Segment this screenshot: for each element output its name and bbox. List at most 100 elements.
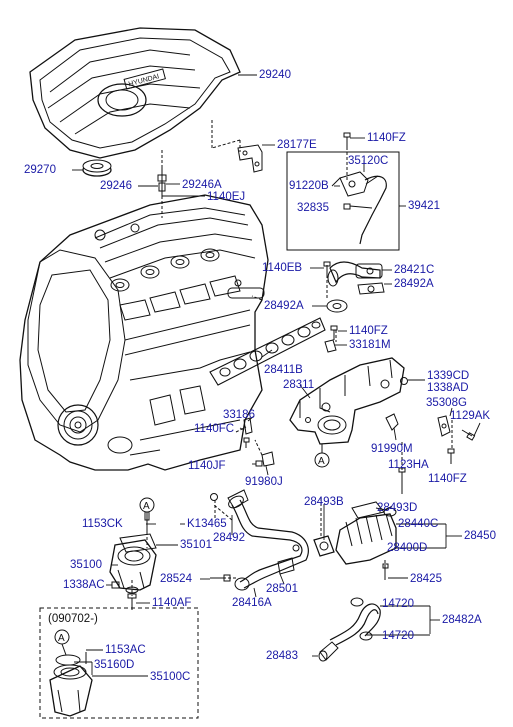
label-35120C: 35120C [348, 155, 389, 167]
label-1140JF: 1140JF [188, 460, 226, 472]
gasket-28492A-left [326, 299, 348, 313]
clip-91980J [261, 451, 275, 467]
label-35160D: 35160D [94, 659, 135, 671]
engine-cover: HYUNDAI [29, 27, 241, 159]
label-28483: 28483 [266, 650, 298, 662]
clip-33181M [324, 339, 337, 353]
label-1153AC: 1153AC [105, 644, 146, 656]
label-28524: 28524 [160, 573, 192, 585]
bolt-28524 [210, 574, 231, 582]
bolt-1140FC [243, 437, 250, 448]
sensor-bracket-group [331, 171, 387, 245]
bolt-1140FZ-lower [447, 448, 455, 464]
exhaust-manifold-28311 [289, 357, 405, 445]
label-1140FZ-lower: 1140FZ [428, 473, 467, 485]
label-91980J: 91980J [245, 476, 283, 488]
engine-block [19, 194, 269, 471]
label-K13465: K13465 [187, 518, 227, 530]
label-29240: 29240 [259, 69, 291, 81]
label-35101: 35101 [180, 539, 212, 551]
clip-33186 [243, 417, 253, 435]
label-1123HA: 1123HA [388, 459, 429, 471]
label-1140EJ: 1140EJ [207, 191, 246, 203]
label-28177E: 28177E [277, 139, 317, 151]
label-33181M: 33181M [349, 339, 391, 351]
label-28492A-left: 28492A [264, 300, 304, 312]
label-28411B: 28411B [264, 364, 303, 376]
label-1140EB: 1140EB [262, 262, 303, 274]
label-28493D: 28493D [377, 502, 418, 514]
sensor-group-box [286, 151, 400, 251]
bolt-1140FZ-mid [330, 325, 338, 340]
inset-thermostat-35100C [49, 652, 93, 717]
gasket-28492A-right [357, 282, 385, 295]
label-28450: 28450 [464, 530, 496, 542]
label-28482A: 28482A [442, 614, 482, 626]
bolt-28425 [382, 563, 389, 580]
label-1140FZ-top: 1140FZ [367, 132, 406, 144]
label-32835: 32835 [297, 202, 329, 214]
label-35308G: 35308G [426, 397, 467, 409]
label-91990M: 91990M [371, 443, 413, 455]
label-28425: 28425 [410, 573, 442, 585]
label-28400D: 28400D [387, 542, 428, 554]
egr-cooler-28450 [335, 501, 397, 565]
label-1153CK: 1153CK [82, 518, 123, 530]
nut-1339CD [400, 377, 408, 385]
egr-tube-28416A [227, 489, 309, 591]
label-39421: 39421 [408, 200, 440, 212]
label-1339CD: 1339CD [427, 370, 470, 382]
nut-K13465 [210, 493, 218, 501]
label-1140FZ-mid: 1140FZ [349, 325, 388, 337]
label-1338AD: 1338AD [427, 382, 469, 394]
grommet-29270 [82, 159, 112, 177]
gasket-28411B [209, 317, 326, 386]
callout-a-main-label: A [318, 456, 325, 467]
label-28501: 28501 [266, 583, 298, 595]
callout-a-inset-label: A [58, 633, 65, 644]
label-14720-top: 14720 [382, 598, 414, 610]
label-1338AC: 1338AC [63, 579, 105, 591]
callout-a-inset [54, 629, 70, 656]
gasket-35101 [119, 533, 157, 553]
label-29246A: 29246A [182, 179, 222, 191]
bolt-1140FZ-top [343, 132, 351, 150]
stud-1153CK [144, 511, 150, 532]
callout-a-thermostat [139, 497, 155, 513]
label-28493B: 28493B [304, 496, 344, 508]
thermostat-35100 [109, 539, 157, 594]
bolt-1129AK [461, 429, 476, 441]
label-91220B: 91220B [289, 180, 329, 192]
label-1129AK: 1129AK [450, 410, 491, 422]
label-33186: 33186 [223, 409, 255, 421]
label-28440C: 28440C [398, 518, 439, 530]
hose-28482A [318, 597, 381, 662]
pipe-28421C [327, 261, 383, 287]
label-29246: 29246 [100, 180, 132, 192]
label-35100C: 35100C [150, 671, 191, 683]
clip-91990M [385, 413, 399, 431]
bolt-1123HA [398, 467, 406, 494]
label-1140AF: 1140AF [152, 597, 192, 609]
inset-box [39, 607, 199, 719]
label-28311: 28311 [283, 379, 315, 391]
callout-a-main [314, 444, 330, 468]
bracket-28177E [237, 144, 263, 173]
callout-a-thermostat-label: A [143, 501, 150, 512]
label-29270: 29270 [24, 164, 56, 176]
label-28421C: 28421C [394, 264, 435, 276]
label-35100: 35100 [70, 559, 102, 571]
label-14720-bottom: 14720 [382, 630, 414, 642]
svg-text:HYUNDAI: HYUNDAI [128, 73, 160, 88]
bracket-35308G [437, 415, 451, 437]
bolt-1140JF [255, 460, 263, 467]
gasket-28493B [313, 535, 335, 557]
label-28416A: 28416A [232, 597, 272, 609]
stud-28501 [277, 557, 295, 575]
inset-title: (090702-) [48, 613, 98, 625]
label-1140FC: 1140FC [194, 423, 235, 435]
label-28492A-right: 28492A [394, 278, 434, 290]
label-28492: 28492 [213, 532, 245, 544]
bolt-1140EB [323, 261, 331, 276]
